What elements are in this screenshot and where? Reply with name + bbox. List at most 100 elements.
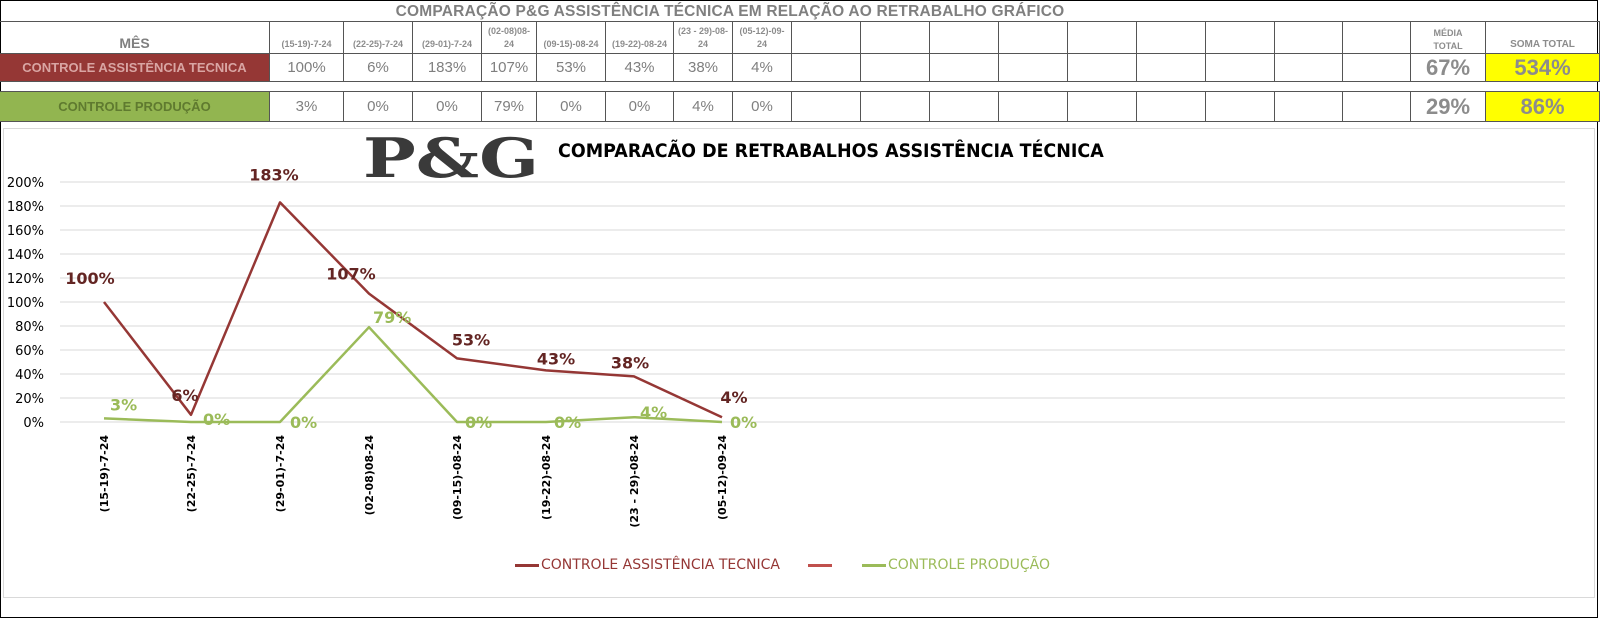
y-tick-label: 140% <box>7 248 44 263</box>
data-label-producao: 3% <box>110 395 137 414</box>
data-label-assistencia: 38% <box>611 353 649 372</box>
table-cell: 0% <box>537 92 606 122</box>
data-label-assistencia: 53% <box>452 330 490 349</box>
data-label-assistencia: 183% <box>249 165 298 184</box>
empty-cell <box>1343 54 1411 82</box>
empty-cell <box>1206 54 1275 82</box>
table-cell: 38% <box>674 54 733 82</box>
empty-cell <box>999 22 1068 54</box>
empty-cell <box>930 54 999 82</box>
table-cell: 79% <box>482 92 537 122</box>
table-cell: 100% <box>270 54 344 82</box>
legend-item-assistencia[interactable]: CONTROLE ASSISTÊNCIA TECNICA <box>515 557 780 573</box>
legend-label-producao: CONTROLE PRODUÇÃO <box>887 557 1050 573</box>
empty-cell <box>1068 92 1137 122</box>
empty-cell <box>930 92 999 122</box>
row-label: CONTROLE ASSISTÊNCIA TECNICA <box>0 54 270 82</box>
table-cell: 0% <box>344 92 413 122</box>
period-header: (02-08)08- 24 <box>482 22 537 54</box>
y-tick-label: 20% <box>15 392 44 407</box>
row-separator <box>0 91 1600 92</box>
data-label-producao: 0% <box>203 410 230 429</box>
data-label-producao: 0% <box>730 413 757 432</box>
empty-cell <box>861 92 930 122</box>
pg-logo: P&G <box>363 133 539 181</box>
table-cell: 0% <box>606 92 674 122</box>
table-cell: 6% <box>344 54 413 82</box>
x-tick-label: (23 - 29)-08-24 <box>628 435 641 528</box>
data-label-producao: 0% <box>554 413 581 432</box>
data-label-assistencia: 107% <box>326 265 375 284</box>
y-tick-label: 160% <box>7 224 44 239</box>
data-label-producao: 4% <box>640 403 667 422</box>
period-header: (23 - 29)-08- 24 <box>674 22 733 54</box>
empty-cell <box>1343 92 1411 122</box>
month-header: MÊS <box>0 22 270 54</box>
data-label-producao: 0% <box>465 413 492 432</box>
empty-cell <box>1137 54 1206 82</box>
period-header: (15-19)-7-24 <box>270 22 344 54</box>
summary-table: MÊS(15-19)-7-24(22-25)-7-24(29-01)-7-24(… <box>0 0 1600 130</box>
empty-cell <box>999 54 1068 82</box>
empty-cell <box>1275 92 1343 122</box>
chart-legend: CONTROLE ASSISTÊNCIA TECNICA CONTROLE PR… <box>515 555 1050 575</box>
period-header: (29-01)-7-24 <box>413 22 482 54</box>
empty-cell <box>1206 22 1275 54</box>
empty-cell <box>1137 22 1206 54</box>
period-header: (09-15)-08-24 <box>537 22 606 54</box>
x-tick-label: (19-22)-08-24 <box>540 435 553 520</box>
empty-cell <box>861 22 930 54</box>
table-cell: 0% <box>413 92 482 122</box>
empty-cell <box>792 22 861 54</box>
period-header: (22-25)-7-24 <box>344 22 413 54</box>
table-cell: 3% <box>270 92 344 122</box>
row-label: CONTROLE PRODUÇÃO <box>0 92 270 122</box>
table-cell: 4% <box>674 92 733 122</box>
pg-logo-text: P&G <box>363 133 539 181</box>
x-tick-label: (22-25)-7-24 <box>185 435 198 513</box>
data-label-producao: 0% <box>290 413 317 432</box>
table-cell: 107% <box>482 54 537 82</box>
period-header: (19-22)-08-24 <box>606 22 674 54</box>
y-tick-label: 80% <box>15 320 44 335</box>
legend-swatch-producao <box>861 563 886 567</box>
series-line-producao <box>103 325 723 424</box>
empty-cell <box>1068 22 1137 54</box>
data-label-assistencia: 100% <box>65 269 114 288</box>
legend-swatch-assistencia <box>515 563 539 567</box>
empty-cell <box>792 54 861 82</box>
empty-cell <box>792 92 861 122</box>
empty-cell <box>861 54 930 82</box>
data-label-producao: 79% <box>373 308 411 327</box>
legend-item-producao[interactable]: CONTROLE PRODUÇÃO <box>861 557 1050 573</box>
table-cell: 0% <box>733 92 792 122</box>
y-tick-label: 120% <box>7 272 44 287</box>
y-tick-label: 0% <box>23 416 44 431</box>
chart-area[interactable] <box>3 128 1595 598</box>
chart-title: COMPARACÃO DE RETRABALHOS ASSISTÊNCIA TÉ… <box>558 140 1104 162</box>
x-tick-label: (02-08)08-24 <box>363 435 376 516</box>
x-tick-label: (15-19)-7-24 <box>98 435 111 513</box>
empty-cell <box>1206 92 1275 122</box>
data-label-assistencia: 4% <box>720 388 747 407</box>
period-header: (05-12)-09- 24 <box>733 22 792 54</box>
y-tick-label: 60% <box>15 344 44 359</box>
table-top-border <box>0 21 1600 22</box>
sheet-title: COMPARAÇÃO P&G ASSISTÊNCIA TÉCNICA EM RE… <box>395 3 1065 20</box>
x-tick-label: (09-15)-08-24 <box>451 435 464 520</box>
empty-cell <box>1343 22 1411 54</box>
soma-value: 86% <box>1486 92 1600 122</box>
x-tick-label: (05-12)-09-24 <box>716 435 729 520</box>
x-tick-label: (29-01)-7-24 <box>274 435 287 513</box>
y-tick-label: 200% <box>7 176 44 191</box>
empty-cell <box>999 92 1068 122</box>
empty-cell <box>1275 54 1343 82</box>
legend-extra-swatch <box>807 563 832 567</box>
empty-cell <box>1137 92 1206 122</box>
table-cell: 43% <box>606 54 674 82</box>
empty-cell <box>1068 54 1137 82</box>
y-tick-label: 100% <box>7 296 44 311</box>
y-tick-label: 180% <box>7 200 44 215</box>
empty-cell <box>1275 22 1343 54</box>
